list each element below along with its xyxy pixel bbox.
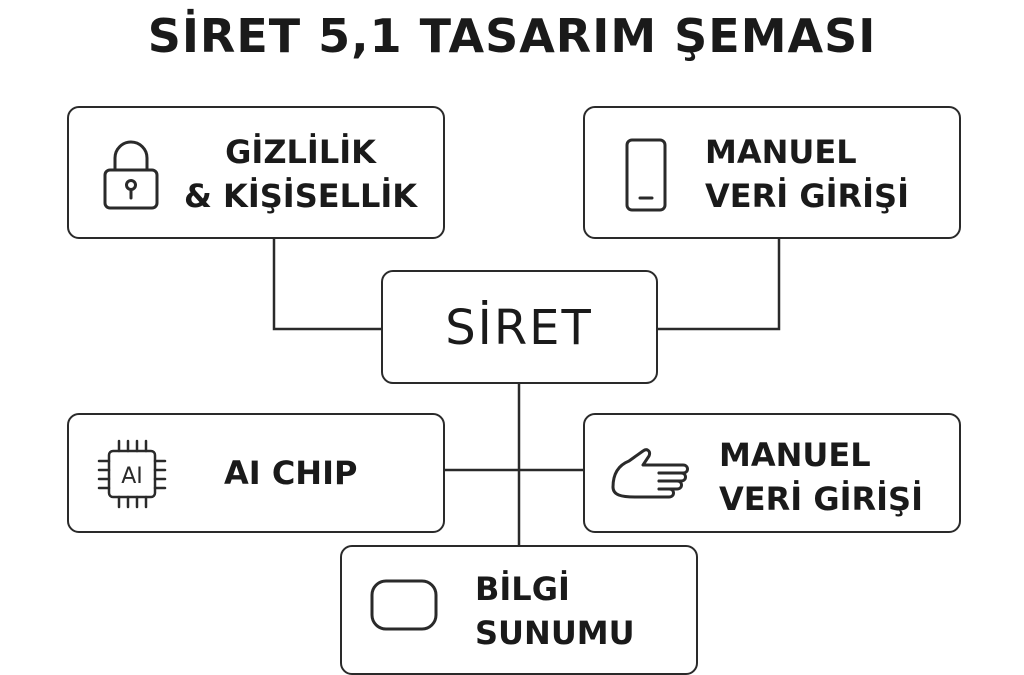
node-manual-bottom-line2: VERİ GİRİŞİ: [719, 480, 923, 518]
display-icon: [368, 577, 440, 637]
hand-icon: [609, 443, 693, 511]
node-privacy: GİZLİLİK & KİŞİSELLİK: [67, 106, 445, 239]
node-privacy-label: GİZLİLİK & KİŞİSELLİK: [184, 130, 417, 218]
node-manual-top-label: MANUEL VERİ GİRİŞİ: [705, 130, 909, 218]
connector-privacy-center: [272, 239, 381, 331]
chip-icon: AI: [95, 437, 169, 515]
node-center: SİRET: [381, 270, 658, 384]
chip-icon-text: AI: [121, 464, 143, 489]
node-center-label: SİRET: [445, 300, 593, 356]
node-info-display: BİLGİ SUNUMU: [340, 545, 698, 675]
connector-manual-top-center: [658, 239, 781, 331]
node-ai-chip: AI AI CHIP: [67, 413, 445, 533]
node-manual-top-line1: MANUEL: [705, 133, 857, 171]
phone-icon: [623, 136, 669, 218]
node-manual-top-line2: VERİ GİRİŞİ: [705, 177, 909, 215]
diagram-title: SİRET 5,1 TASARIM ŞEMASI: [147, 9, 877, 63]
node-manual-bottom-label: MANUEL VERİ GİRİŞİ: [719, 433, 923, 521]
node-info-line1: BİLGİ: [475, 570, 570, 608]
connector-lines: [272, 239, 781, 545]
node-manual-bottom-line1: MANUEL: [719, 436, 871, 474]
node-manual-entry-top: MANUEL VERİ GİRİŞİ: [583, 106, 961, 239]
node-privacy-line2: & KİŞİSELLİK: [184, 177, 418, 215]
node-info-label: BİLGİ SUNUMU: [475, 567, 635, 655]
node-privacy-line1: GİZLİLİK: [225, 133, 376, 171]
node-ai-chip-label: AI CHIP: [224, 454, 358, 492]
lock-icon: [101, 136, 161, 218]
node-manual-entry-bottom: MANUEL VERİ GİRİŞİ: [583, 413, 961, 533]
node-info-line2: SUNUMU: [475, 614, 635, 652]
